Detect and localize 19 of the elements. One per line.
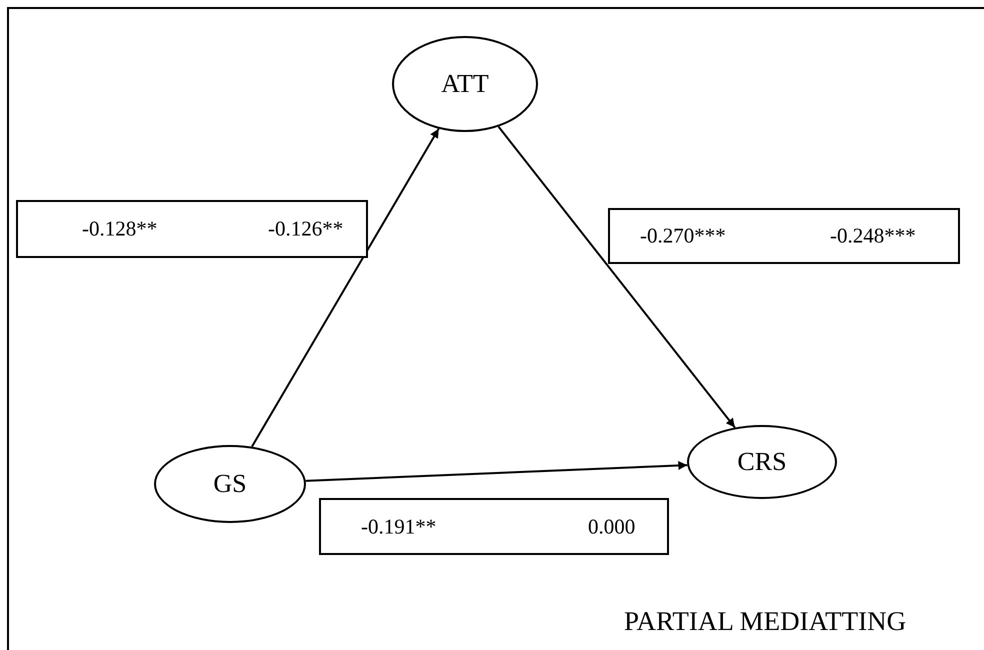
variable-ellipse — [154, 445, 306, 523]
coefficient-value: -0.126** — [268, 216, 344, 242]
coefficient-value: -0.270*** — [640, 224, 726, 248]
coefficient-value: -0.191** — [361, 514, 436, 539]
variable-name: CRS — [737, 447, 787, 477]
coefficient-value: -0.128** — [82, 216, 158, 242]
coefficient-value: 0.000 — [588, 514, 636, 539]
arrow — [306, 460, 688, 482]
arrow — [251, 128, 440, 448]
variable-name: ATT — [441, 69, 489, 99]
coefficient-value: -0.248*** — [830, 224, 916, 248]
diagram-caption: PARTIAL MEDIATTING — [624, 606, 906, 637]
arrow — [498, 126, 736, 428]
coefficient-box — [608, 208, 960, 264]
variable-name: GS — [213, 469, 247, 499]
variable-ellipse — [687, 425, 837, 499]
coefficient-box — [319, 498, 669, 555]
variable-ellipse — [392, 36, 538, 132]
coefficient-box — [16, 200, 368, 258]
